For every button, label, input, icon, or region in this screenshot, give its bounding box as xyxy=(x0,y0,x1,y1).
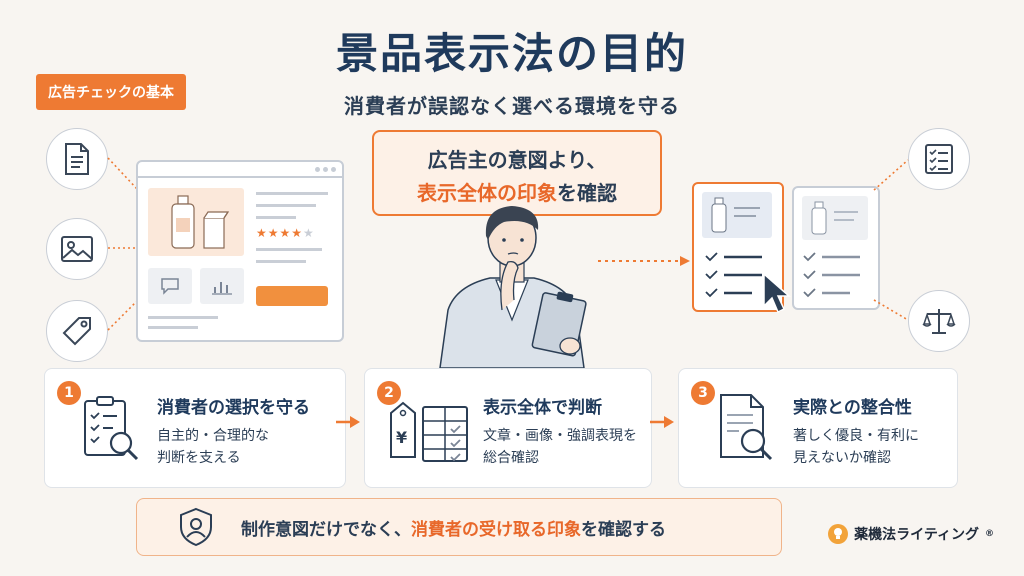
cta-button[interactable] xyxy=(256,286,328,306)
ad-mockup-window: ★★★★★ xyxy=(136,160,344,342)
brand-logo: 薬機法ライティング ® xyxy=(828,524,994,544)
right-connectors xyxy=(873,159,909,321)
svg-text:¥: ¥ xyxy=(396,428,407,447)
brand-name: 薬機法ライティング xyxy=(854,527,979,543)
shield-person-icon xyxy=(180,507,212,547)
bottom-text-post: を確認する xyxy=(581,520,666,540)
rating-stars: ★★★★★ xyxy=(256,226,315,240)
callout-box: 広告主の意図より、 表示全体の印象を確認 xyxy=(372,130,662,216)
bottom-text-highlight: 消費者の受け取る印象 xyxy=(411,520,581,540)
bar-chart-icon xyxy=(200,268,244,304)
step-title-1: 消費者の選択を守る xyxy=(157,398,310,418)
image-icon xyxy=(46,218,108,280)
callout-rest: を確認 xyxy=(557,181,617,205)
step-desc-1b: 判断を支える xyxy=(157,450,241,466)
lightbulb-icon xyxy=(828,524,849,544)
step-number-1: 1 xyxy=(57,381,81,405)
step-card-2: 2 ¥ 表示全体で判断 文章・画像・強調表現を 総合確認 xyxy=(364,368,652,488)
clipboard-magnifier-icon xyxy=(84,396,139,461)
step-desc-1a: 自主的・合理的な xyxy=(157,428,269,444)
step-arrow-2 xyxy=(650,416,674,428)
page-title: 景品表示法の目的 xyxy=(335,29,688,78)
document-icon xyxy=(46,128,108,190)
callout-highlight: 表示全体の印象 xyxy=(417,181,557,205)
step-card-3: 3 実際との整合性 著しく優良・有利に 見えないか確認 xyxy=(678,368,958,488)
step-arrow-1 xyxy=(336,416,360,428)
step-desc-3b: 見えないか確認 xyxy=(793,450,891,466)
category-tag: 広告チェックの基本 xyxy=(36,74,186,110)
step-number-2: 2 xyxy=(377,381,401,405)
document-magnifier-icon xyxy=(720,394,773,461)
yen-tag-table-icon: ¥ xyxy=(390,401,468,462)
step-desc-2a: 文章・画像・強調表現を xyxy=(483,428,637,444)
scales-icon xyxy=(908,290,970,352)
step-title-2: 表示全体で判断 xyxy=(483,398,602,418)
flow-arrow-right xyxy=(598,256,690,266)
step-title-3: 実際との整合性 xyxy=(793,398,912,418)
bottom-text-pre: 制作意図だけでなく、 xyxy=(241,520,411,540)
checklist-card[interactable] xyxy=(792,186,880,310)
step-card-1: 1 消費者の選択を守る 自主的・合理的な 判断を支える xyxy=(44,368,346,488)
step-desc-2b: 総合確認 xyxy=(483,450,539,466)
brand-mark: ® xyxy=(985,529,994,539)
product-image xyxy=(148,188,244,256)
price-tag-icon xyxy=(46,300,108,362)
cursor-icon xyxy=(763,272,791,314)
chat-icon xyxy=(148,268,192,304)
step-desc-3a: 著しく優良・有利に xyxy=(793,428,919,444)
step-number-3: 3 xyxy=(691,381,715,405)
person-thinking-illustration xyxy=(439,206,587,368)
bottom-message-box: 制作意図だけでなく、消費者の受け取る印象を確認する xyxy=(136,498,782,556)
page-subtitle: 消費者が誤認なく選べる環境を守る xyxy=(344,94,680,118)
callout-line1: 広告主の意図より、 xyxy=(427,148,607,172)
icon-connectors xyxy=(107,157,139,331)
checklist-icon xyxy=(908,128,970,190)
